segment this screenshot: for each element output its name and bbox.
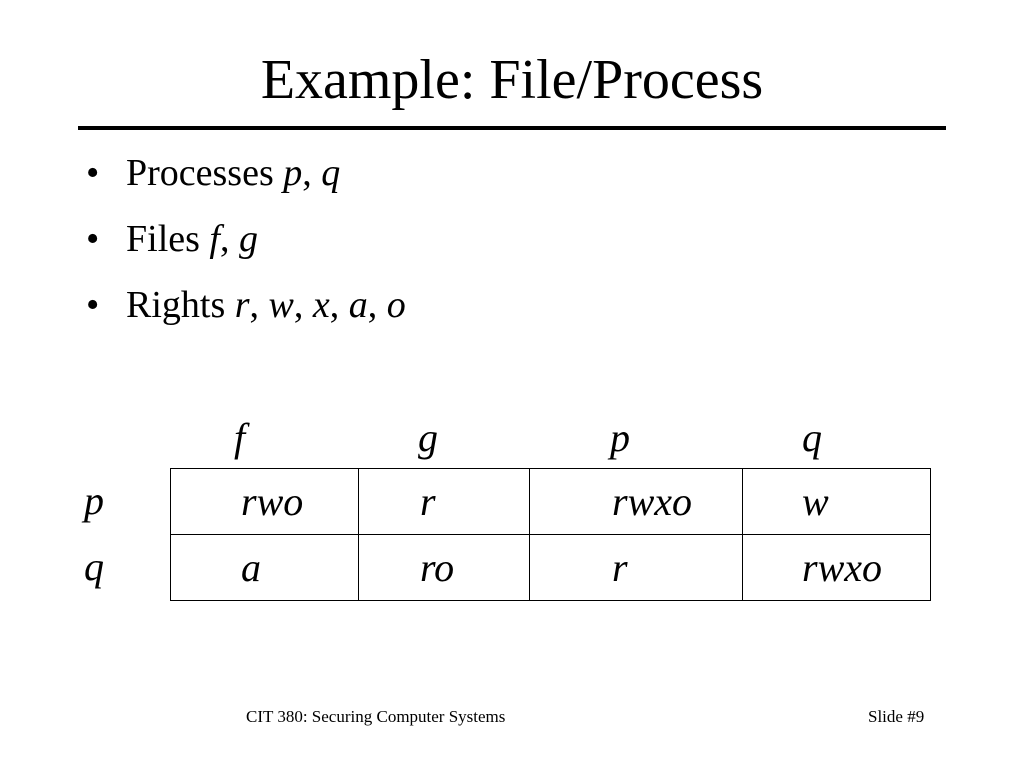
access-control-matrix: rwo r rwxo w a ro r rwxo: [170, 468, 931, 601]
column-header-f: f: [234, 415, 246, 460]
bullet-var: a: [348, 284, 368, 326]
footer-course: CIT 380: Securing Computer Systems: [246, 707, 506, 726]
bullet-item-rights: •Rights r, w, x, a, o: [86, 277, 406, 343]
bullet-var: q: [321, 152, 341, 194]
row-header-q: q: [84, 544, 104, 589]
bullet-var: g: [238, 218, 258, 260]
bullet-dot-icon: •: [86, 152, 100, 194]
matrix-cell: w: [742, 468, 931, 535]
row-header-p: p: [84, 478, 104, 523]
matrix-cell: r: [358, 468, 530, 535]
matrix-cell: a: [170, 534, 359, 601]
bullet-var: o: [386, 284, 406, 326]
bullet-var: x: [312, 284, 330, 326]
matrix-cell: rwxo: [742, 534, 931, 601]
bullet-text: Files: [126, 218, 210, 260]
bullet-list: •Processes p, q •Files f, g •Rights r, w…: [86, 145, 406, 343]
matrix-cell: rwxo: [529, 468, 743, 535]
bullet-dot-icon: •: [86, 284, 100, 326]
matrix-cell: r: [529, 534, 743, 601]
table-row: rwo r rwxo w: [170, 468, 931, 535]
title-divider: [78, 126, 946, 130]
bullet-var: p: [283, 152, 303, 194]
footer-slide-number: Slide #9: [868, 707, 925, 726]
matrix-cell: ro: [358, 534, 530, 601]
matrix-cell: rwo: [170, 468, 359, 535]
bullet-text: Processes: [126, 152, 284, 194]
bullet-var: r: [234, 284, 250, 326]
bullet-var: f: [209, 218, 220, 260]
column-header-p: p: [610, 415, 630, 460]
slide-title: Example: File/Process: [260, 49, 764, 111]
column-header-q: q: [802, 415, 822, 460]
bullet-item-files: •Files f, g: [86, 211, 406, 277]
bullet-var: w: [268, 284, 294, 326]
table-row: a ro r rwxo: [170, 534, 931, 601]
column-header-g: g: [418, 415, 438, 460]
bullet-text: Rights: [126, 284, 235, 326]
bullet-item-processes: •Processes p, q: [86, 145, 406, 211]
bullet-dot-icon: •: [86, 218, 100, 260]
